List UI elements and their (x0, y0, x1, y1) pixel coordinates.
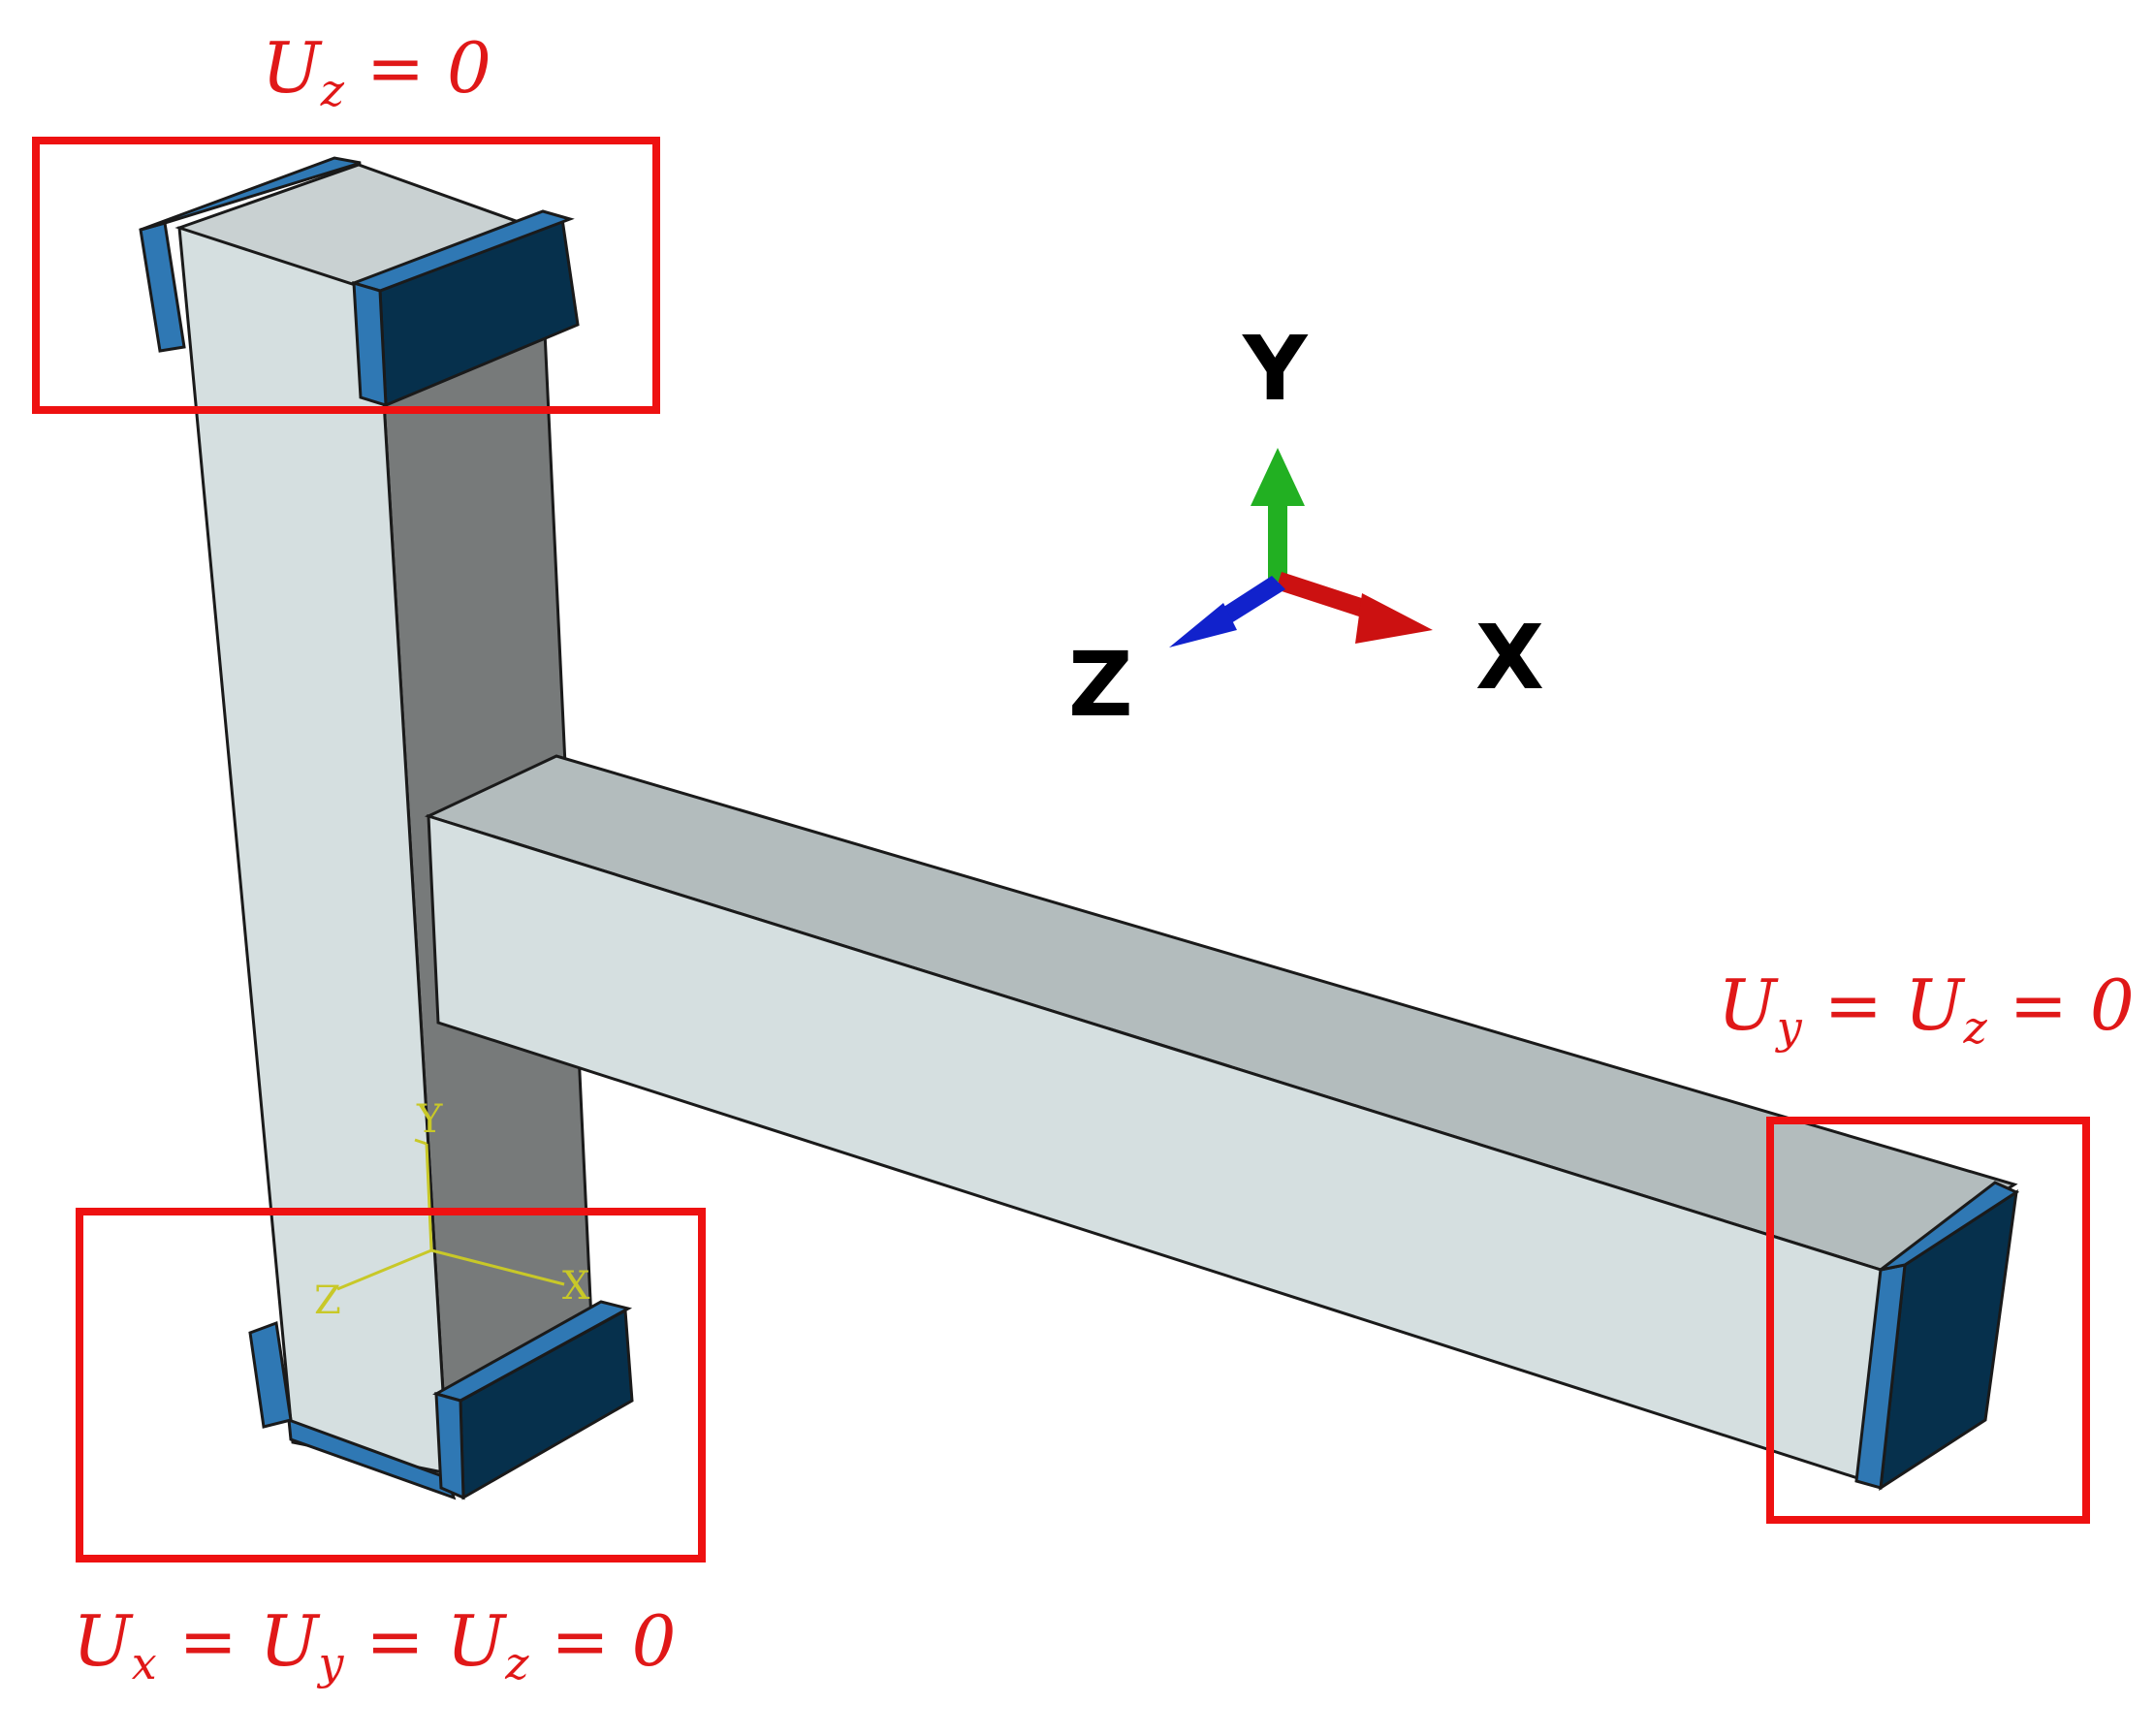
beam-end-plate-top (1880, 1181, 2020, 1272)
local-z-axis (336, 1248, 432, 1291)
local-coordinate-triad (336, 1138, 565, 1291)
local-x-axis (430, 1248, 565, 1286)
triad-x-shaft (1276, 572, 1377, 620)
local-x-label: X (562, 1264, 590, 1309)
top-right-plate-edge (352, 280, 388, 408)
triad-z-label: Z (1068, 633, 1133, 737)
local-y-axis (425, 1143, 433, 1251)
triad-y-arrowhead (1251, 448, 1305, 506)
top-constraint-box (32, 137, 660, 414)
top-support-plates (139, 156, 580, 408)
local-y-tick (414, 1138, 428, 1146)
triad-z-shaft (1212, 576, 1285, 628)
triad-x-label: X (1475, 606, 1544, 710)
bottom-right-plate-edge (434, 1391, 465, 1500)
bottom-constraint-box (76, 1208, 706, 1562)
right-constraint-label: Uy = Uz = 0 (1718, 964, 2135, 1054)
global-coordinate-triad (1169, 448, 1433, 647)
top-left-plate-top (140, 156, 362, 232)
local-y-label: Y (416, 1097, 443, 1142)
local-z-label: Z (314, 1278, 341, 1323)
triad-y-shaft (1268, 504, 1287, 582)
bottom-support-plates (248, 1300, 634, 1500)
bottom-front-plate (287, 1417, 457, 1500)
beam-end-plate (1854, 1181, 2020, 1491)
bottom-constraint-label: Ux = Uy = Uz = 0 (73, 1600, 676, 1689)
bottom-left-plate (248, 1320, 293, 1429)
top-constraint-label: Uz = 0 (262, 27, 491, 116)
triad-x-arrowhead (1355, 593, 1433, 644)
triad-y-label: Y (1242, 317, 1309, 421)
triad-z-arrowhead (1169, 603, 1237, 647)
top-left-plate-edge (139, 221, 186, 353)
right-constraint-box (1766, 1117, 2090, 1524)
